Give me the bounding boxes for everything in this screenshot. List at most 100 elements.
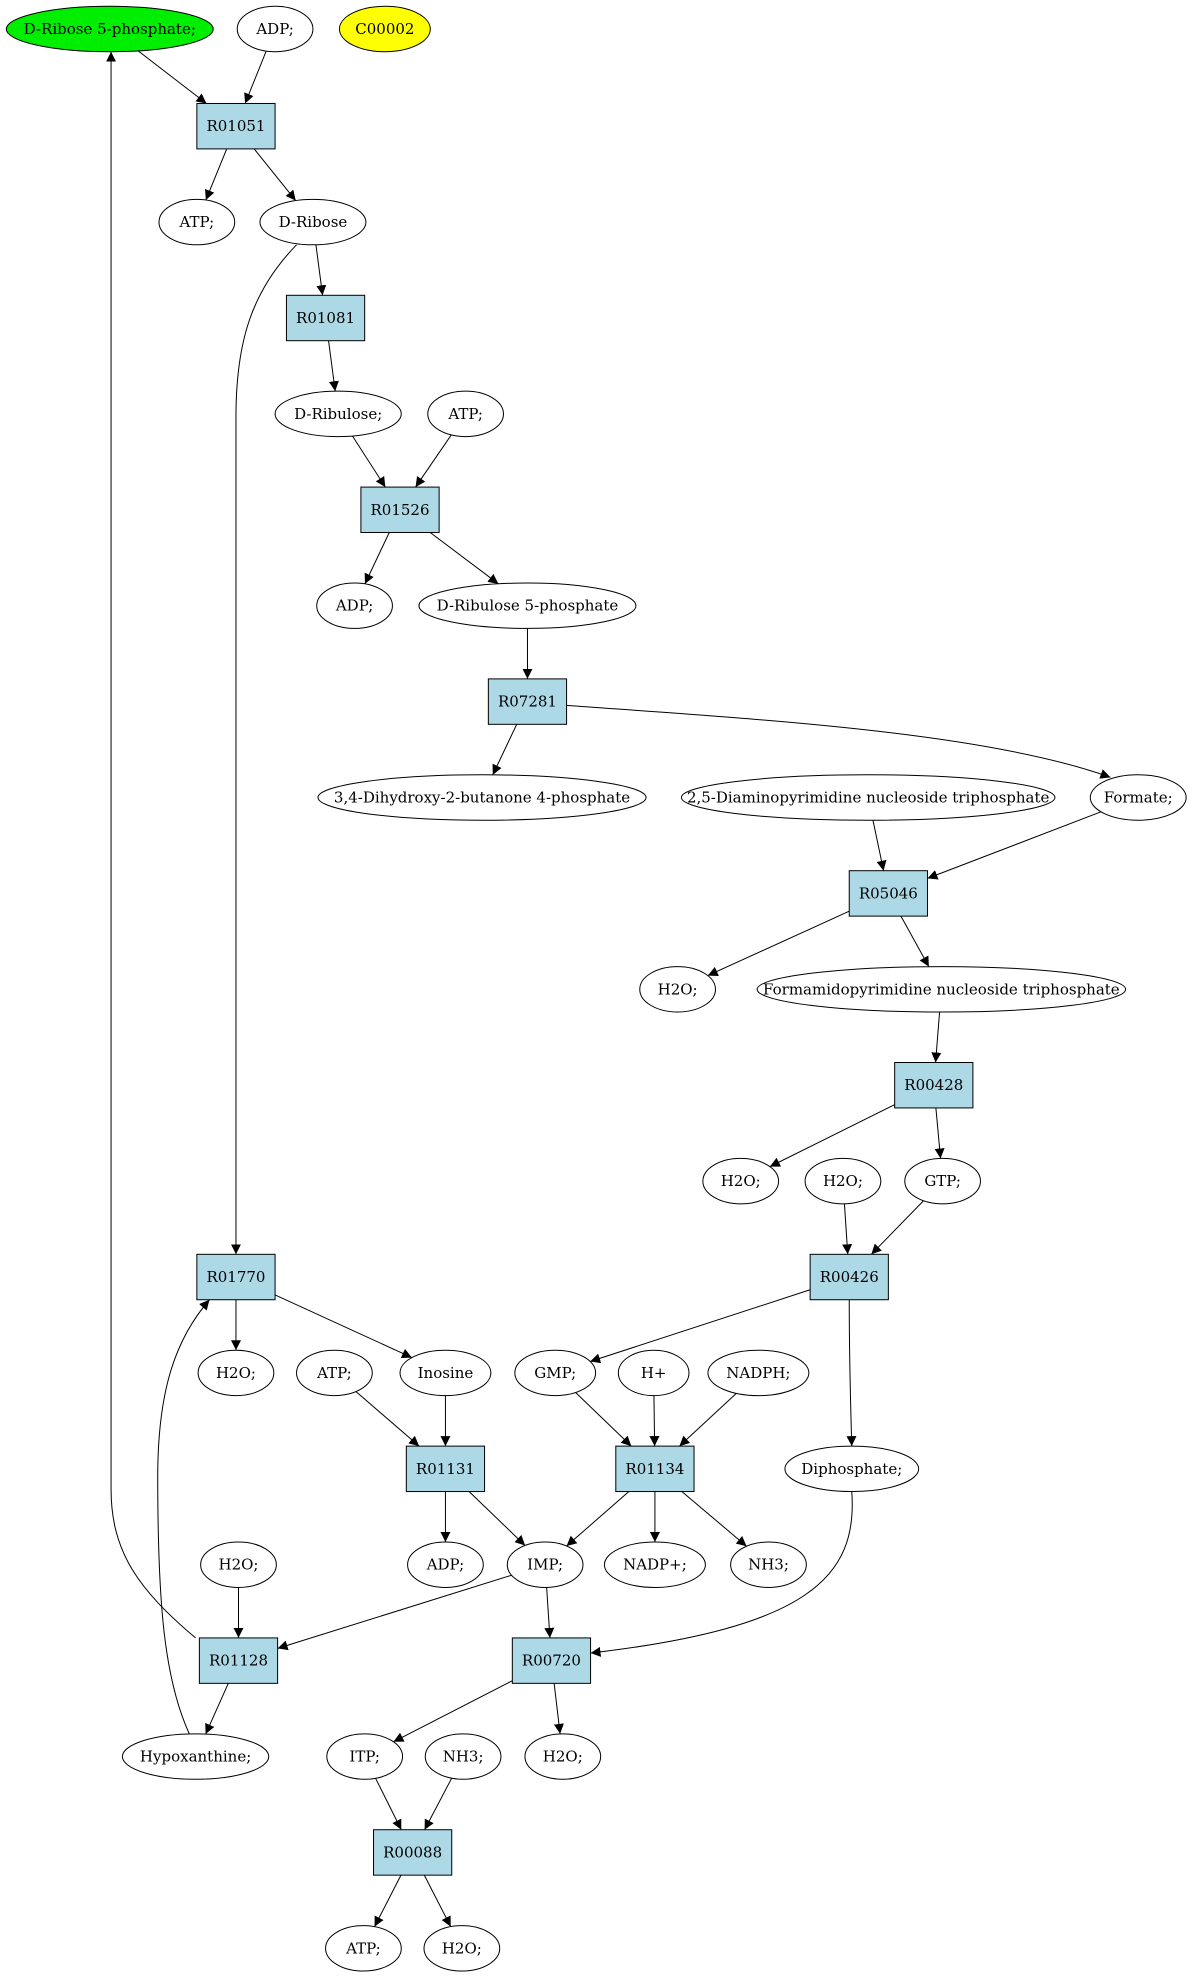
compound-node-n-atp2[interactable]: ATP; — [427, 390, 504, 438]
node-label: R05046 — [859, 884, 918, 902]
compound-node-n-nadph[interactable]: NADPH; — [707, 1349, 810, 1397]
compound-node-n-dapnt[interactable]: 2,5-Diaminopyrimidine nucleoside triphos… — [680, 774, 1056, 821]
edge-R00428-to-n_gtp — [934, 1107, 945, 1159]
reaction-node-r00088[interactable]: R00088 — [373, 1829, 453, 1876]
reaction-node-r01526[interactable]: R01526 — [360, 486, 440, 534]
compound-node-n-dribose[interactable]: D-Ribose — [259, 198, 367, 246]
edge-R00088-to-n_h2o7 — [423, 1874, 452, 1927]
compound-node-n-h2o5[interactable]: H2O; — [200, 1541, 277, 1588]
compound-node-n-nh3b[interactable]: NH3; — [424, 1733, 502, 1780]
compound-node-n-dribulose[interactable]: D-Ribulose; — [274, 390, 402, 438]
compound-node-n-h2o2[interactable]: H2O; — [702, 1157, 780, 1205]
compound-ellipse — [418, 582, 637, 629]
compound-ellipse — [423, 1925, 501, 1972]
node-label: NADP+; — [623, 1556, 687, 1574]
edge-R01526-to-n_dru5p — [429, 532, 499, 585]
compound-ellipse — [158, 198, 236, 246]
edge-n_atp2-to-R01526 — [415, 434, 452, 488]
reaction-node-r01128[interactable]: R01128 — [198, 1637, 279, 1684]
reaction-node-r01131[interactable]: R01131 — [405, 1445, 486, 1493]
reaction-node-r00720[interactable]: R00720 — [511, 1637, 592, 1684]
edge-R00428-to-n_h2o2 — [769, 1104, 895, 1168]
reaction-node-r05046[interactable]: R05046 — [848, 870, 928, 917]
edge-R01128-to-n_hypox — [205, 1683, 229, 1735]
compound-node-n-gtp[interactable]: GTP; — [904, 1157, 981, 1205]
compound-node-n-fapnt[interactable]: Formamidopyrimidine nucleoside triphosph… — [756, 966, 1127, 1013]
compound-node-n-adp2[interactable]: ADP; — [316, 582, 393, 629]
edge-R05046-to-n_h2o1 — [707, 910, 850, 977]
node-label: R00428 — [904, 1076, 963, 1094]
node-label: ITP; — [349, 1748, 380, 1766]
reaction-node-r01051[interactable]: R01051 — [196, 102, 276, 150]
compound-node-n-atp3[interactable]: ATP; — [296, 1349, 373, 1397]
edge-R01134-to-n_nh3a — [681, 1491, 747, 1547]
compound-ellipse — [427, 390, 504, 438]
edge-n_formate-to-R05046 — [927, 811, 1102, 880]
compound-ellipse — [338, 5, 431, 53]
compound-node-n-h2o7[interactable]: H2O; — [423, 1925, 501, 1972]
compound-node-n-imp[interactable]: IMP; — [506, 1541, 584, 1588]
node-label: Inosine — [418, 1364, 474, 1382]
compound-node-n-inosine[interactable]: Inosine — [399, 1349, 492, 1397]
compound-node-n-h2o6[interactable]: H2O; — [524, 1733, 602, 1780]
edge-R01526-to-n_adp2 — [364, 532, 390, 585]
node-label: ADP; — [255, 20, 293, 38]
compound-node-n-itp[interactable]: ITP; — [326, 1733, 404, 1780]
node-label: R01134 — [625, 1460, 684, 1478]
compound-ellipse — [316, 582, 393, 629]
node-label: R00720 — [522, 1652, 581, 1670]
node-label: R07281 — [498, 693, 557, 711]
compound-node-n-h2o4[interactable]: H2O; — [197, 1349, 275, 1397]
reaction-node-r00428[interactable]: R00428 — [894, 1062, 974, 1109]
reaction-node-r01134[interactable]: R01134 — [615, 1445, 695, 1493]
edge-R07281-to-n_formate — [566, 704, 1111, 779]
compound-node-n-adp1[interactable]: ADP; — [236, 5, 314, 53]
reaction-node-r07281[interactable]: R07281 — [487, 678, 568, 725]
compound-node-n-h2o1[interactable]: H2O; — [639, 966, 716, 1013]
compound-node-n-h2o3[interactable]: H2O; — [804, 1157, 882, 1205]
node-label: ADP; — [335, 597, 373, 615]
compound-node-n-dru5p[interactable]: D-Ribulose 5-phosphate — [418, 582, 637, 629]
reaction-node-r00426[interactable]: R00426 — [809, 1253, 889, 1301]
reaction-node-r01770[interactable]: R01770 — [196, 1253, 276, 1301]
node-label: ATP; — [179, 213, 215, 231]
compound-ellipse — [197, 1349, 275, 1397]
compound-ellipse — [639, 966, 716, 1013]
compound-node-n-r5p[interactable]: D-Ribose 5-phosphate; — [5, 5, 214, 53]
compound-ellipse — [5, 5, 214, 53]
node-label: H+ — [641, 1364, 667, 1382]
edge-n_imp-to-R01128 — [277, 1574, 512, 1651]
edge-n_r5p-to-R01051 — [137, 50, 207, 104]
compound-node-n-diphosphate[interactable]: Diphosphate; — [784, 1445, 920, 1493]
compound-ellipse — [506, 1541, 584, 1588]
node-label: R01051 — [206, 117, 265, 135]
compound-node-n-nadpplus[interactable]: NADP+; — [603, 1541, 706, 1588]
compound-node-n-hplus[interactable]: H+ — [617, 1349, 690, 1397]
compound-ellipse — [617, 1349, 690, 1397]
node-label: R01128 — [209, 1652, 268, 1670]
edge-n_h2o3-to-R00426 — [842, 1203, 853, 1255]
node-label: GTP; — [924, 1172, 961, 1190]
compound-ellipse — [325, 1925, 402, 1972]
compound-node-n-atp1[interactable]: ATP; — [158, 198, 236, 246]
node-label: H2O; — [216, 1364, 256, 1382]
reaction-node-r01081[interactable]: R01081 — [285, 294, 366, 342]
reaction-box — [405, 1445, 486, 1493]
edge-n_gtp-to-R00426 — [871, 1200, 924, 1255]
compound-node-n-formate[interactable]: Formate; — [1089, 774, 1187, 821]
edge-R00426-to-n_diphosphate — [846, 1299, 857, 1447]
node-label: H2O; — [658, 980, 698, 998]
compound-node-n-hypox[interactable]: Hypoxanthine; — [121, 1733, 270, 1780]
reaction-box — [196, 1253, 276, 1301]
compound-node-n-adp3[interactable]: ADP; — [407, 1541, 484, 1588]
compound-node-n-atp4[interactable]: ATP; — [325, 1925, 402, 1972]
edge-R00720-to-n_h2o6 — [553, 1683, 564, 1734]
edge-R01081-to-n_dribulose — [328, 340, 339, 392]
compound-node-n-gmp[interactable]: GMP; — [514, 1349, 597, 1397]
compound-node-n-c00002[interactable]: C00002 — [338, 5, 431, 53]
compound-ellipse — [399, 1349, 492, 1397]
node-label: H2O; — [721, 1172, 761, 1190]
compound-node-n-nh3a[interactable]: NH3; — [730, 1541, 807, 1588]
compound-node-n-dhbp[interactable]: 3,4-Dihydroxy-2-butanone 4-phosphate — [317, 774, 647, 821]
node-label: H2O; — [543, 1748, 583, 1766]
